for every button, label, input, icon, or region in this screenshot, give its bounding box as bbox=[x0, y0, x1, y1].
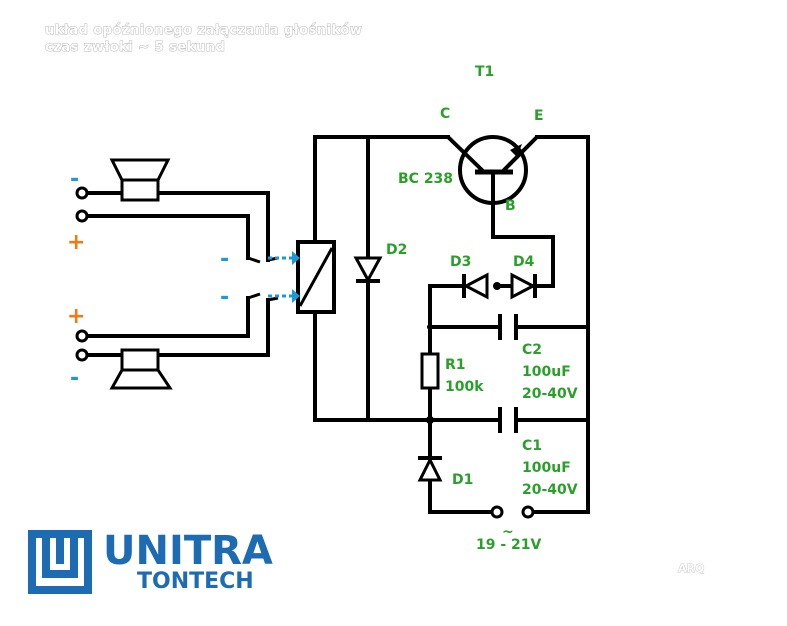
relay-contacts bbox=[247, 251, 300, 303]
c2-voltage-label: 20-40V bbox=[522, 386, 578, 402]
logo-tontech-text: TONTECH bbox=[137, 569, 254, 594]
unitra-logo: UNITRA TONTECH bbox=[28, 528, 273, 594]
supply-terminal-right bbox=[521, 505, 535, 519]
d3-label: D3 bbox=[450, 254, 471, 270]
amp-minus-2: - bbox=[220, 285, 229, 310]
ac-symbol: ~ bbox=[502, 524, 514, 540]
bottom-speaker-minus: - bbox=[70, 366, 79, 391]
transistor-t1 bbox=[446, 135, 539, 205]
speaker-terminals bbox=[75, 186, 89, 362]
title-line-2: czas zwłoki ~ 5 sekund bbox=[45, 40, 225, 55]
t1-type-label: BC 238 bbox=[398, 171, 453, 187]
supply-terminal-left bbox=[490, 505, 504, 519]
author-signature: ARQ bbox=[678, 562, 704, 575]
r1-value-label: 100k bbox=[445, 379, 484, 395]
emitter-label: E bbox=[534, 108, 544, 124]
d2-label: D2 bbox=[386, 242, 407, 258]
diode-d4 bbox=[497, 272, 537, 300]
bottom-speaker-plus: + bbox=[67, 304, 85, 329]
d1-label: D1 bbox=[452, 472, 473, 488]
c2-ref-label: C2 bbox=[522, 342, 542, 358]
resistor-r1 bbox=[420, 352, 440, 390]
title-line-1: układ opóźnionego załączania głośników bbox=[45, 23, 362, 38]
r1-ref-label: R1 bbox=[445, 357, 466, 373]
relay-coil bbox=[296, 240, 336, 314]
base-label: B bbox=[505, 198, 516, 214]
speaker-top bbox=[109, 158, 171, 202]
c1-ref-label: C1 bbox=[522, 438, 542, 454]
t1-label: T1 bbox=[475, 64, 494, 80]
collector-label: C bbox=[440, 106, 450, 122]
top-speaker-plus: + bbox=[67, 230, 85, 255]
speaker-bottom bbox=[109, 348, 173, 390]
d4-label: D4 bbox=[513, 254, 535, 270]
c2-value-label: 100uF bbox=[522, 364, 571, 380]
top-speaker-minus: - bbox=[70, 167, 79, 192]
supply-voltage-label: 19 - 21V bbox=[476, 537, 542, 553]
c1-voltage-label: 20-40V bbox=[522, 482, 578, 498]
logo-unitra-text: UNITRA bbox=[103, 528, 273, 574]
wires bbox=[80, 135, 590, 514]
diode-d3 bbox=[462, 272, 489, 300]
amp-minus-1: - bbox=[220, 247, 229, 272]
capacitor-c1 bbox=[498, 407, 518, 433]
capacitor-c2 bbox=[498, 314, 518, 340]
diode-d1 bbox=[417, 456, 443, 482]
c1-value-label: 100uF bbox=[522, 460, 571, 476]
diode-d2 bbox=[353, 256, 383, 284]
